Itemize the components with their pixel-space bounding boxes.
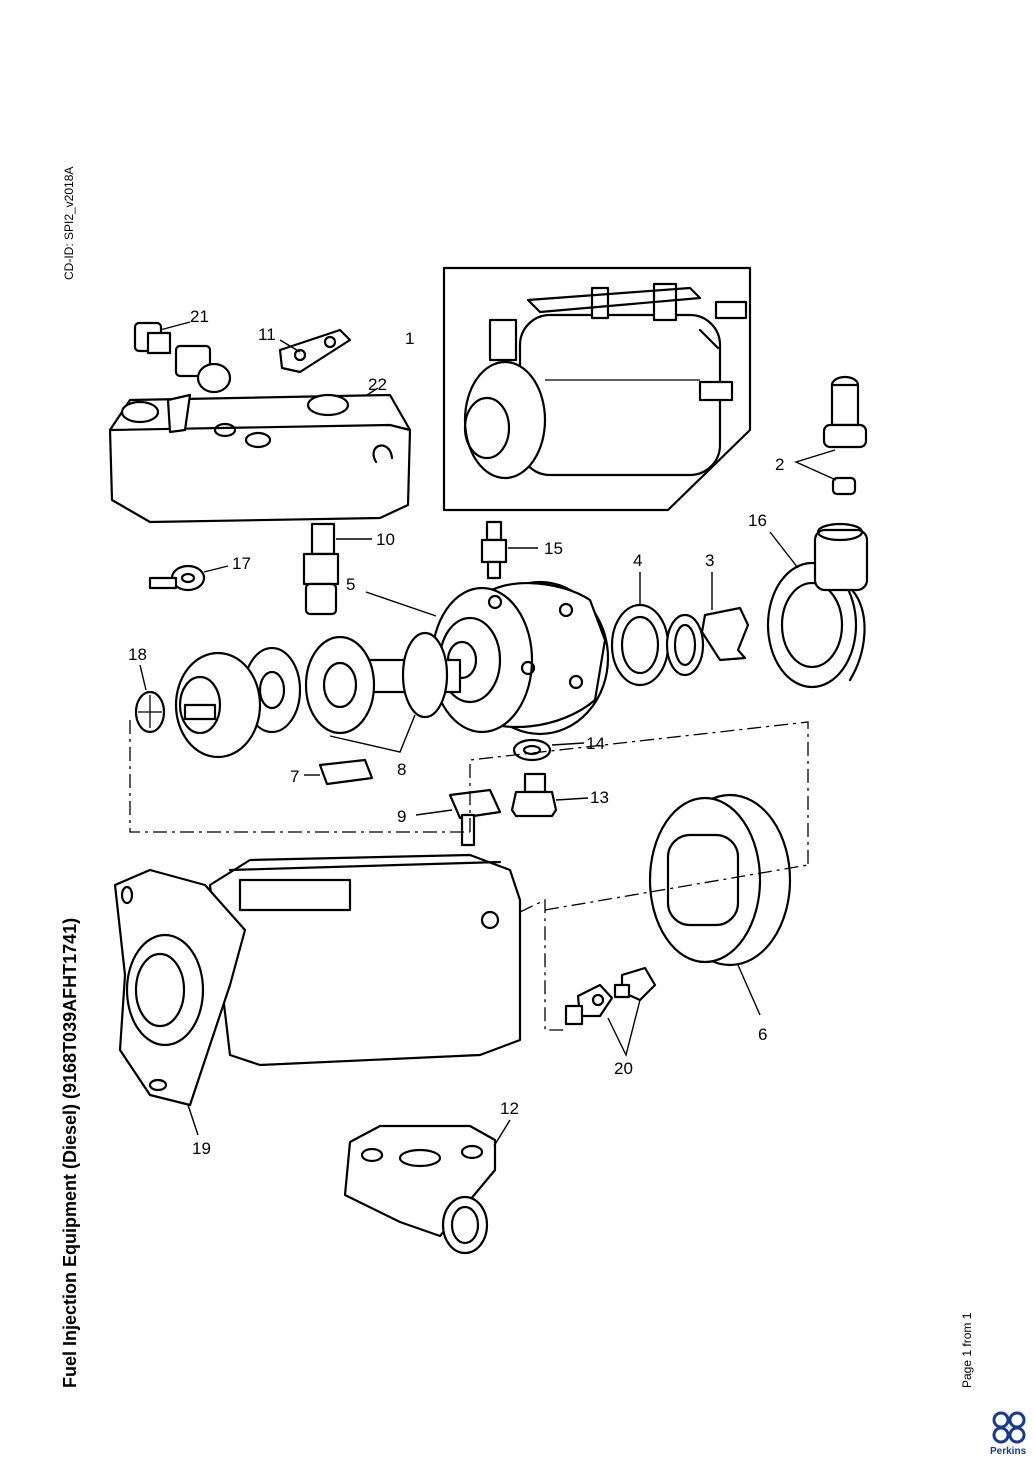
callout-14: 14 <box>586 734 605 753</box>
part-22-cover <box>108 387 412 524</box>
perkins-logo <box>992 1411 1026 1444</box>
callout-3: 3 <box>705 551 714 570</box>
part-14-washer <box>512 738 585 762</box>
phantom-line-left <box>129 720 470 833</box>
callout-21: 21 <box>190 307 209 326</box>
callout-labels: 1 2 3 4 5 6 7 8 9 10 11 12 13 14 15 16 1… <box>128 307 784 1158</box>
part-10-fitting <box>302 522 372 616</box>
part-20-screws <box>564 966 657 1058</box>
phantom-line-right <box>469 721 809 865</box>
part-21-plugs <box>133 321 232 394</box>
part-16-flange <box>766 522 869 689</box>
part-8-plates <box>242 631 449 753</box>
callout-6: 6 <box>758 1025 767 1044</box>
part-5-rotor <box>358 580 610 736</box>
callout-2: 2 <box>775 455 784 474</box>
callout-1: 1 <box>405 329 414 348</box>
callout-22: 22 <box>368 375 387 394</box>
part-6-cam-ring <box>648 793 792 1016</box>
part-13-bolt <box>510 772 589 818</box>
part-1-pump-assembly <box>442 266 752 512</box>
callout-16: 16 <box>748 511 767 530</box>
callout-13: 13 <box>590 788 609 807</box>
callout-11: 11 <box>258 325 276 344</box>
callout-20: 20 <box>614 1059 633 1078</box>
callout-4: 4 <box>633 551 642 570</box>
part-2-valve <box>794 375 868 496</box>
part-19-housing <box>113 853 522 1136</box>
part-15-sensor <box>480 520 538 580</box>
callout-5: 5 <box>346 575 355 594</box>
callout-7: 7 <box>290 767 299 786</box>
part-4-rings <box>610 572 705 687</box>
callout-17: 17 <box>232 554 251 573</box>
part-18-plug <box>134 664 166 734</box>
callout-19: 19 <box>192 1139 211 1158</box>
phantom-line-mid <box>519 898 565 1031</box>
part-12-housing <box>343 1119 511 1255</box>
drive-hub <box>174 651 262 759</box>
part-7-key <box>304 758 374 786</box>
callout-18: 18 <box>128 645 147 664</box>
callout-10: 10 <box>376 530 395 549</box>
part-9-lever <box>415 788 502 847</box>
part-17-banjo <box>148 564 229 592</box>
callout-15: 15 <box>544 539 563 558</box>
callout-12: 12 <box>500 1099 519 1118</box>
callout-8: 8 <box>397 760 406 779</box>
part-11-plate <box>278 328 352 374</box>
callout-9: 9 <box>397 807 406 826</box>
brand-name: Perkins <box>990 1446 1027 1457</box>
phantom-line-ring <box>544 864 809 911</box>
part-3-bracket <box>700 572 750 662</box>
